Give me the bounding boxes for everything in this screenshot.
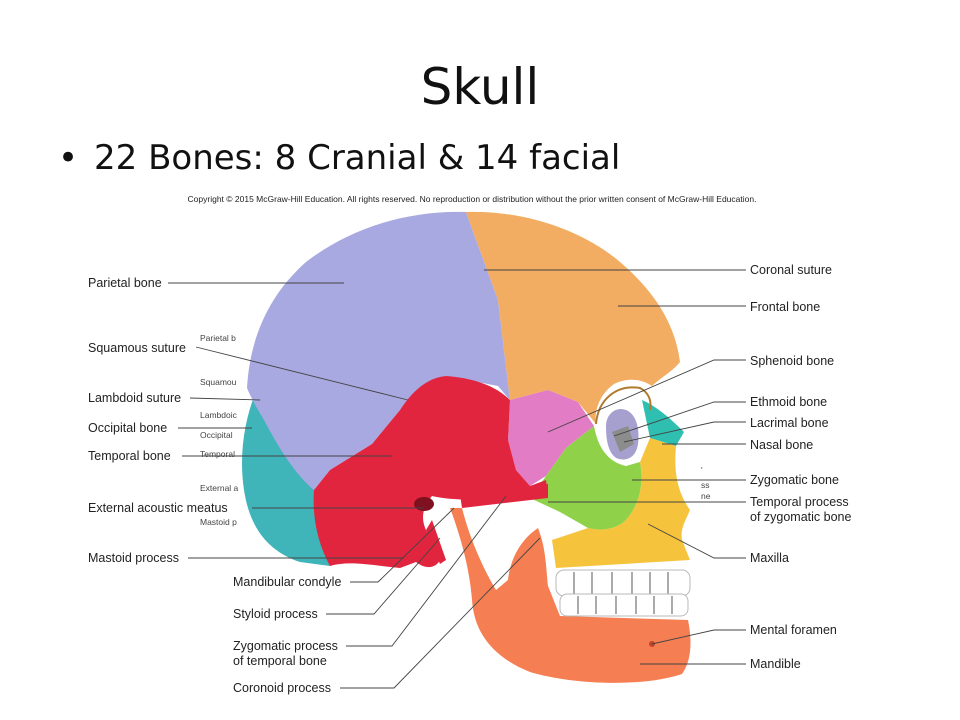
bullet-item: • 22 Bones: 8 Cranial & 14 facial <box>58 138 620 178</box>
label-mandibular-condyle: Mandibular condyle <box>233 575 341 589</box>
label-zygomatic-process: Zygomatic process <box>233 639 338 653</box>
faint-label: Temporal <box>200 449 235 459</box>
temporal-bone-shape <box>313 376 548 568</box>
label-occipital-bone: Occipital bone <box>88 421 167 435</box>
sphenoid-bone-shape <box>508 390 594 486</box>
zygomatic-arch-shape <box>460 484 548 508</box>
label-temporal-process-line2: of zygomatic bone <box>750 510 851 524</box>
label-coronoid-process: Coronoid process <box>233 681 331 695</box>
label-temporal-process: Temporal process <box>750 495 849 509</box>
occipital-bone-shape <box>242 378 330 566</box>
label-mastoid-process: Mastoid process <box>88 551 179 565</box>
label-external-acoustic-meatus: External acoustic meatus <box>88 501 228 515</box>
label-squamous-suture: Squamous suture <box>88 341 186 355</box>
label-maxilla: Maxilla <box>750 551 789 565</box>
maxilla-bone-shape <box>552 438 690 568</box>
faint-label: Parietal b <box>200 333 236 343</box>
frontal-bone-shape <box>466 211 680 424</box>
faint-label: Squamou <box>200 377 237 387</box>
label-styloid-process: Styloid process <box>233 607 318 621</box>
faint-label: ne <box>701 491 711 501</box>
leader-lines <box>168 269 746 689</box>
acoustic-meatus-shape <box>414 497 434 511</box>
label-parietal-bone: Parietal bone <box>88 276 162 290</box>
label-ethmoid-bone: Ethmoid bone <box>750 395 827 409</box>
faint-label: Occipital <box>200 430 233 440</box>
label-mandible: Mandible <box>750 657 801 671</box>
slide-title: Skull <box>420 58 540 116</box>
label-zygomatic-bone: Zygomatic bone <box>750 473 839 487</box>
bullet-dot-icon: • <box>58 138 79 178</box>
label-zygomatic-process-line2: of temporal bone <box>233 654 327 668</box>
parietal-bone-shape <box>247 211 510 491</box>
label-lambdoid-suture: Lambdoid suture <box>88 391 181 405</box>
faint-label: ' <box>701 465 703 475</box>
label-lacrimal-bone: Lacrimal bone <box>750 416 829 430</box>
lacrimal-bone-shape <box>612 426 634 452</box>
upper-teeth <box>555 569 691 597</box>
copyright-notice: Copyright © 2015 McGraw-Hill Education. … <box>187 194 757 204</box>
label-sphenoid-bone: Sphenoid bone <box>750 354 834 368</box>
label-mental-foramen: Mental foramen <box>750 623 837 637</box>
lower-teeth <box>559 593 689 617</box>
zygomatic-bone-shape <box>530 426 642 530</box>
nasal-bone-shape <box>642 400 684 446</box>
mandible-bone-shape <box>450 508 691 683</box>
faint-label: ss <box>701 480 710 490</box>
faint-label: External a <box>200 483 239 493</box>
label-nasal-bone: Nasal bone <box>750 438 813 452</box>
faint-label: Lambdoic <box>200 410 238 420</box>
orbit-shape <box>595 386 652 425</box>
label-frontal-bone: Frontal bone <box>750 300 820 314</box>
label-coronal-suture: Coronal suture <box>750 263 832 277</box>
label-temporal-bone: Temporal bone <box>88 449 171 463</box>
faint-label: Mastoid p <box>200 517 237 527</box>
bullet-text: 22 Bones: 8 Cranial & 14 facial <box>94 138 621 178</box>
